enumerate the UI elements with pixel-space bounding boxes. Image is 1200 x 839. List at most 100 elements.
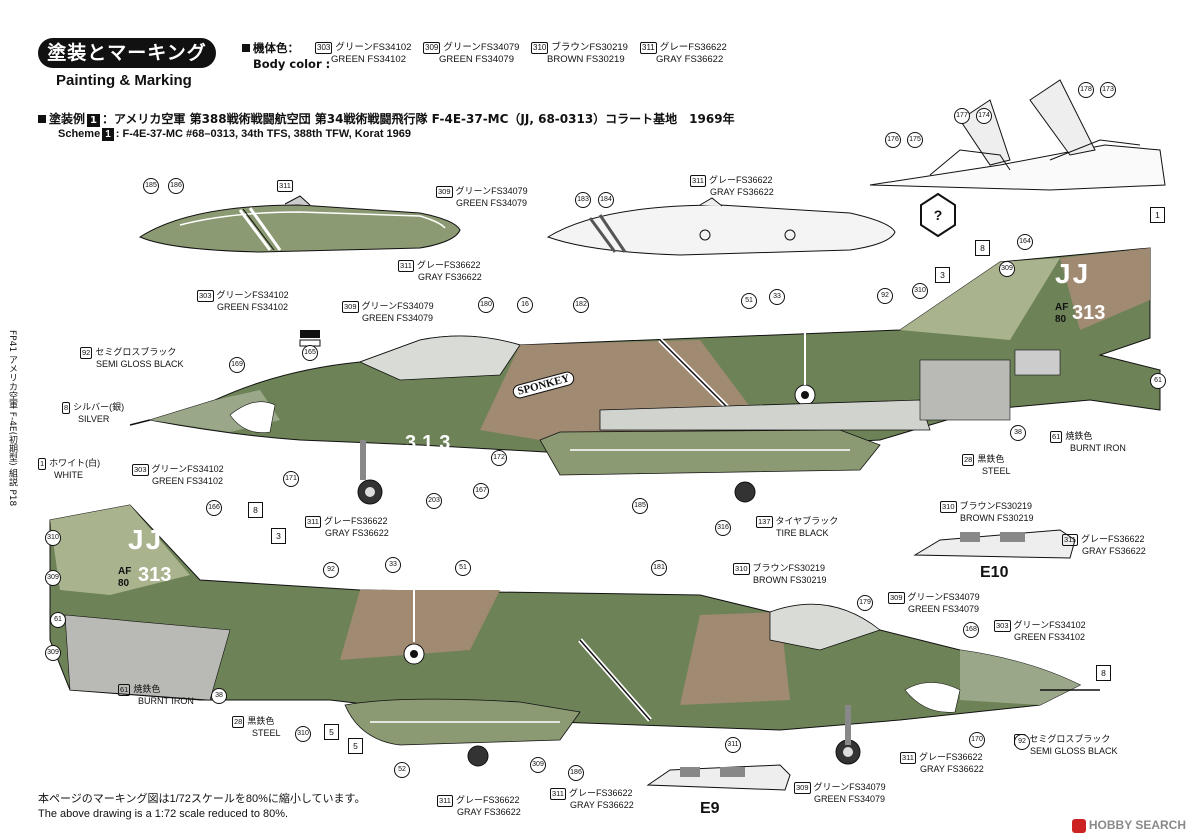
lower-tail-code: JJ — [128, 524, 164, 555]
lower-tail-year: 80 — [118, 578, 130, 589]
drop-tank-left — [138, 195, 461, 253]
part-number: 5 — [348, 738, 363, 754]
part-number: 52 — [394, 762, 410, 778]
part-number: 51 — [455, 560, 471, 576]
part-number: 310 — [295, 726, 311, 742]
part-number: 184 — [598, 192, 614, 208]
part-number: 309 — [45, 645, 61, 661]
page-title-en: Painting & Marking — [56, 72, 192, 89]
part-number: 185 — [143, 178, 159, 194]
part-number: 61 — [50, 612, 66, 628]
upper-nose-number: 313 — [405, 432, 457, 454]
part-number: 3 — [271, 528, 286, 544]
part-number: 92 — [1014, 734, 1030, 750]
part-number: 186 — [568, 765, 584, 781]
aircraft-upper — [129, 247, 1161, 505]
part-number: 180 — [478, 297, 494, 313]
part-number: 181 — [651, 560, 667, 576]
svg-text:?: ? — [934, 207, 943, 223]
part-number: 164 — [1017, 234, 1033, 250]
hobby-search-logo-icon — [1071, 819, 1086, 833]
body-color-en: Body color : — [253, 57, 331, 71]
part-number: 8 — [1096, 665, 1111, 681]
part-number: 310 — [45, 530, 61, 546]
part-number: 182 — [573, 297, 589, 313]
part-number: 171 — [283, 471, 299, 487]
part-number: 5 — [324, 724, 339, 740]
part-number: 92 — [323, 562, 339, 578]
part-number: 309 — [530, 757, 546, 773]
part-number: 38 — [211, 688, 227, 704]
part-number: 8 — [975, 240, 990, 256]
part-number: 33 — [385, 557, 401, 573]
part-number: 51 — [741, 293, 757, 309]
page-title: 塗装とマーキング — [38, 38, 216, 68]
part-number: 173 — [1100, 82, 1116, 98]
part-number: 177 — [954, 108, 970, 124]
watermark: HOBBY SEARCH — [1071, 818, 1186, 833]
e10-detail — [913, 529, 1076, 559]
body-color-heading: 機体色： Body color : — [242, 40, 330, 72]
part-number: 309 — [45, 570, 61, 586]
lower-tail-af: AF — [118, 566, 132, 577]
part-number: 8 — [248, 502, 263, 518]
side-caption: FP41 アメリカ空軍 F-4E(初期型) 組説 P18 — [7, 330, 17, 507]
part-number: 176 — [885, 132, 901, 148]
part-number: 16 — [517, 297, 533, 313]
drop-tank-center — [546, 197, 896, 256]
footer-note-jp: 本ページのマーキング図は1/72スケールを80%に縮小しています。 — [38, 793, 366, 805]
canopy-detail — [869, 79, 1166, 191]
part-number: 1 — [1150, 207, 1165, 223]
part-number: 172 — [491, 450, 507, 466]
part-number: 3 — [935, 267, 950, 283]
part-number: 178 — [1078, 82, 1094, 98]
upper-tail-serial: 313 — [1072, 302, 1106, 324]
aircraft-lower — [49, 504, 1100, 767]
part-number: 175 — [907, 132, 923, 148]
upper-tail-af: AF — [1055, 302, 1069, 313]
upper-tail-code: JJ — [1055, 258, 1091, 289]
part-number: 311 — [725, 737, 741, 753]
part-number: 169 — [229, 357, 245, 373]
upper-tail-year: 80 — [1055, 314, 1067, 325]
part-number: 310 — [912, 283, 928, 299]
part-number: 166 — [206, 500, 222, 516]
part-number: 170 — [969, 732, 985, 748]
part-number: 179 — [857, 595, 873, 611]
diagram-label-e9: E9 — [700, 800, 720, 817]
diagram-label-e10: E10 — [980, 564, 1009, 581]
part-number: 168 — [963, 622, 979, 638]
bullet-square-icon — [38, 115, 46, 123]
part-number: 185 — [632, 498, 648, 514]
bullet-square-icon — [242, 44, 250, 52]
callout-311-tank: 311 — [277, 180, 293, 192]
